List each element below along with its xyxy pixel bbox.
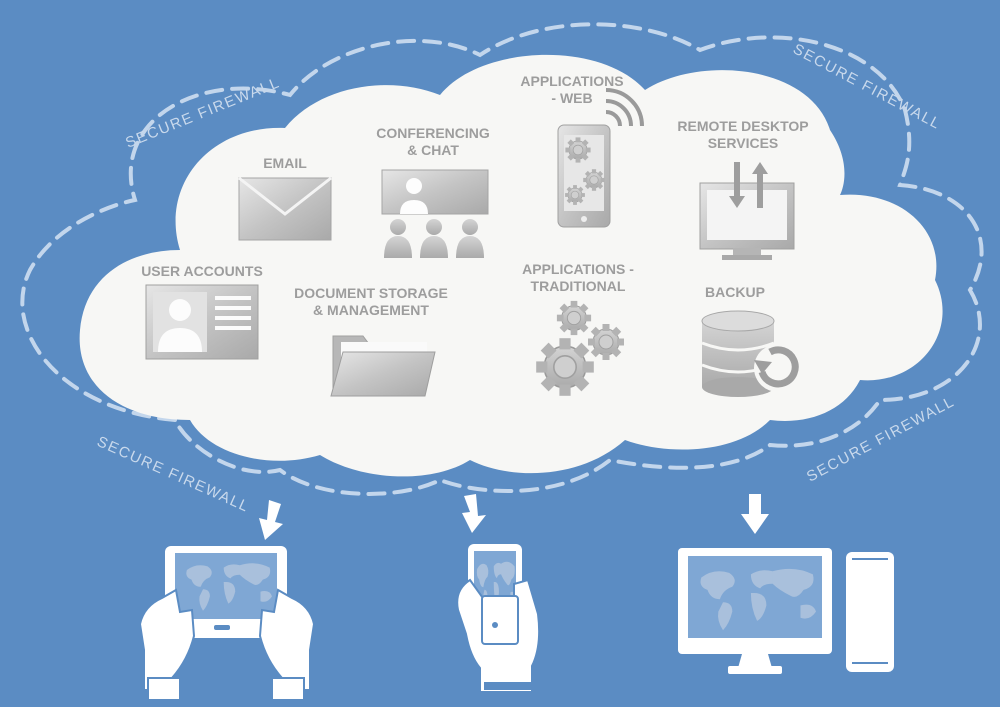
tablet-hands-icon [138,546,316,701]
arrows [259,494,769,540]
service-applications-web: APPLICATIONS- WEB [520,73,644,228]
folder-icon [330,335,436,397]
service-label: CONFERENCING& CHAT [376,125,490,158]
service-backup: BACKUP [701,284,802,397]
desktop-computer-icon [678,548,894,674]
arrow-down-icon [462,494,486,533]
mobile-gears-icon [557,88,644,228]
envelope-icon [238,176,332,241]
service-applications-traditional: APPLICATIONS -TRADITIONAL [522,261,634,397]
service-user-accounts: USER ACCOUNTS [141,263,263,360]
phone-hand-icon [456,544,541,693]
service-label: APPLICATIONS- WEB [520,73,623,106]
service-document-storage: DOCUMENT STORAGE& MANAGEMENT [294,285,448,397]
monitor-transfer-icon [699,162,795,260]
arrow-down-icon [259,500,283,540]
service-label: DOCUMENT STORAGE& MANAGEMENT [294,285,448,318]
arrow-down-icon [741,494,769,534]
id-card-icon [145,284,259,360]
service-label: EMAIL [263,155,307,171]
service-label: USER ACCOUNTS [141,263,263,279]
service-label: BACKUP [705,284,765,300]
service-email: EMAIL [238,155,332,241]
service-conferencing: CONFERENCING& CHAT [376,125,490,258]
firewall-boundary [20,22,984,496]
service-label: APPLICATIONS -TRADITIONAL [522,261,634,294]
database-backup-icon [701,310,802,397]
conference-icon [381,169,489,258]
